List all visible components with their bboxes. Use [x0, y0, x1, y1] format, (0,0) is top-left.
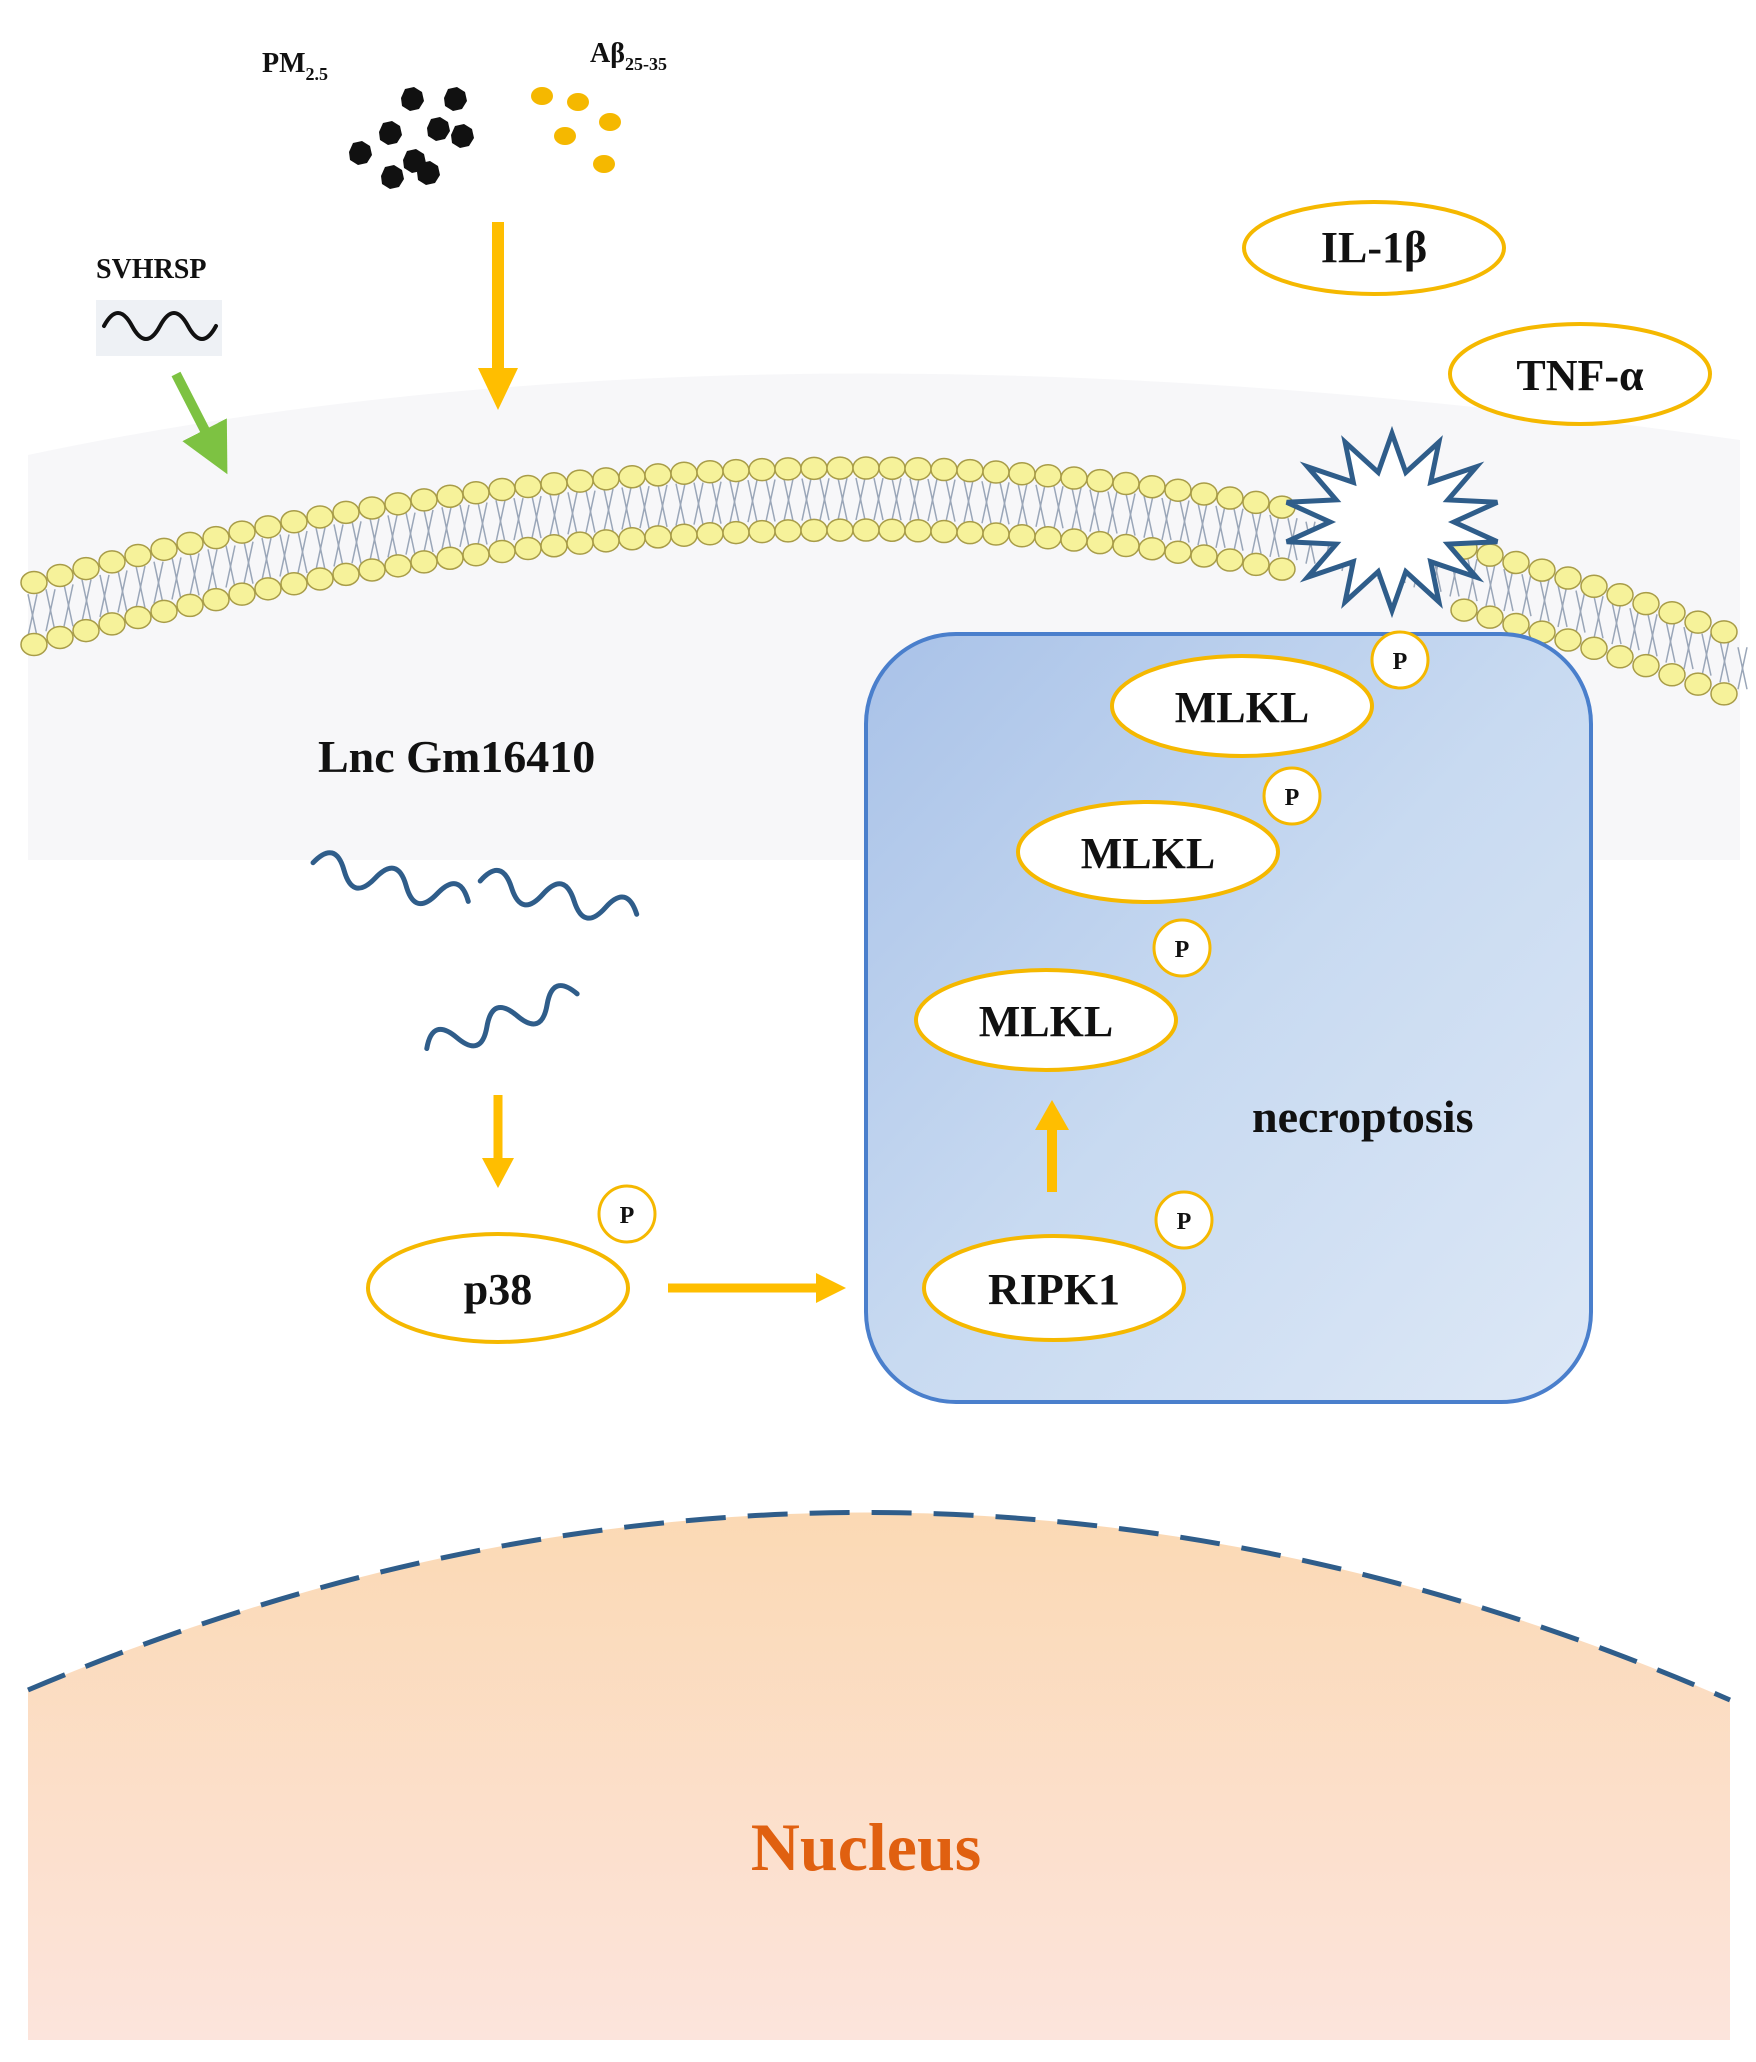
- il1b-pill: [1242, 200, 1506, 296]
- abeta-particle-icon: [593, 155, 615, 173]
- nuclear-envelope: [27, 1509, 1731, 1703]
- green-arrow: [171, 371, 228, 475]
- pm25-label: PM2.5: [262, 48, 328, 84]
- mlkl-pill: [1016, 800, 1280, 904]
- lnc-rna-strand-icon: [477, 868, 640, 921]
- cell-membrane: [20, 456, 1748, 706]
- ripk1-to-mlkl-arrowhead: [1035, 1100, 1069, 1130]
- lnc-to-p38-arrowhead: [482, 1158, 514, 1188]
- abeta-particles-icon: [531, 87, 621, 173]
- ripk1-label: RIPK1: [988, 1265, 1120, 1314]
- stimulus-arrowhead: [478, 368, 518, 410]
- phospho-badge: [1154, 1190, 1214, 1250]
- nucleus-label: Nucleus: [751, 1809, 981, 1885]
- pm25-particle-icon: [444, 87, 467, 111]
- tnfa-pill: [1448, 322, 1712, 426]
- phospho-label: P: [620, 1203, 635, 1229]
- abeta-particle-icon: [599, 113, 621, 131]
- necroptosis-label: necroptosis: [1252, 1091, 1474, 1142]
- phospho-badge: [1262, 766, 1322, 826]
- phospho-label: P: [1393, 649, 1408, 675]
- svhrsp-label: SVHRSP: [96, 254, 206, 285]
- p38-pill: [366, 1232, 630, 1344]
- mlkl-label: MLKL: [1081, 829, 1215, 878]
- mlkl-label: MLKL: [1175, 683, 1309, 732]
- lnc-label: Lnc Gm16410: [318, 731, 595, 782]
- phospho-label: P: [1177, 1209, 1192, 1235]
- phospho-badge: [597, 1184, 657, 1244]
- abeta-particle-icon: [567, 93, 589, 111]
- p38-to-ripk1-arrowhead: [816, 1273, 846, 1303]
- pm25-particle-icon: [417, 161, 440, 185]
- pm25-particle-icon: [451, 124, 474, 148]
- mlkl-label: MLKL: [979, 997, 1113, 1046]
- phospho-badge: [1152, 918, 1212, 978]
- tnfa-label: TNF-α: [1516, 351, 1644, 400]
- abeta-particle-icon: [531, 87, 553, 105]
- mlkl-pill: [914, 968, 1178, 1072]
- abeta-particle-icon: [554, 127, 576, 145]
- p38-label: p38: [464, 1265, 532, 1314]
- pm25-particle-icon: [379, 121, 402, 145]
- svhrsp-wave-icon: [102, 311, 218, 341]
- phospho-label: P: [1285, 785, 1300, 811]
- phospho-label: P: [1175, 937, 1190, 963]
- pm25-particle-icon: [427, 117, 450, 141]
- pm25-particle-icon: [401, 87, 424, 111]
- lnc-rna-strand-icon: [424, 983, 580, 1052]
- phospho-badge: [1370, 630, 1430, 690]
- pm25-particle-icon: [349, 141, 372, 165]
- abeta-label: Aβ25-35: [590, 38, 667, 74]
- mlkl-pill: [1110, 654, 1374, 758]
- pm25-particle-icon: [381, 165, 404, 189]
- nucleus-region: [28, 1512, 1730, 2040]
- membrane-pore-icon: [1285, 425, 1499, 619]
- lnc-rna-strand-icon: [310, 850, 471, 906]
- ripk1-pill: [922, 1234, 1186, 1342]
- pm25-particles-icon: [349, 87, 474, 189]
- il1b-label: IL-1β: [1321, 223, 1427, 272]
